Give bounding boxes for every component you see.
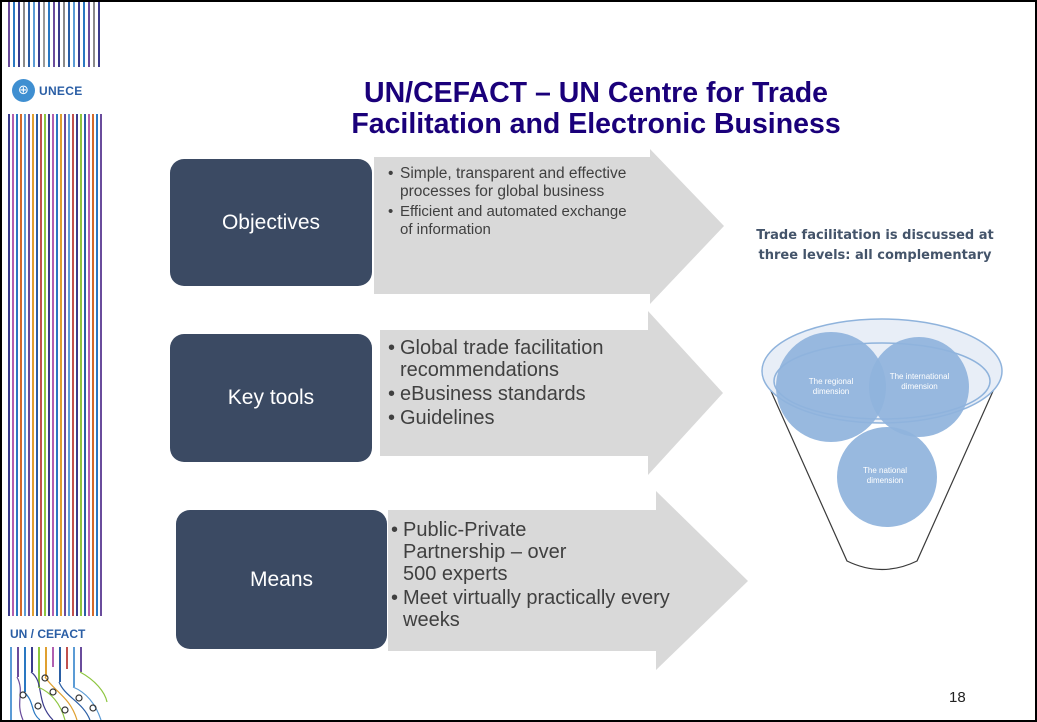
regional-dimension-label: The regional dimension xyxy=(808,377,854,396)
key-tools-bullet-1: Global trade facilitation recommendation… xyxy=(388,337,663,381)
funnel-diagram xyxy=(761,318,1003,570)
page-number: 18 xyxy=(949,689,966,706)
unece-logo: ⊕ UNECE xyxy=(12,79,83,102)
international-dimension-label: The international dimension xyxy=(889,372,950,391)
key-tools-bullets: Global trade facilitation recommendation… xyxy=(388,337,663,429)
key-tools-bullet-2: eBusiness standards xyxy=(388,383,663,405)
means-bullet-2: Meet virtually practically every weeks xyxy=(391,587,676,631)
key-tools-label: Key tools xyxy=(227,386,315,409)
objectives-box: Objectives xyxy=(170,159,372,286)
means-label: Means xyxy=(249,567,314,591)
bottom-stripes xyxy=(10,647,82,720)
network-graphic xyxy=(16,671,108,720)
un-emblem-icon: ⊕ xyxy=(12,79,35,102)
decorative-stripes xyxy=(8,2,108,720)
middle-stripes xyxy=(8,114,102,616)
trade-facilitation-caption: Trade facilitation is discussed at three… xyxy=(756,228,994,263)
slide-title-line-2: Facilitation and Electronic Business xyxy=(351,108,841,140)
means-box: Means xyxy=(176,510,387,649)
means-bullet-1: Public-Private Partnership – over 500 ex… xyxy=(391,519,573,585)
circle-international xyxy=(869,337,969,437)
circle-regional xyxy=(776,332,886,442)
key-tools-bullet-3: Guidelines xyxy=(388,407,663,429)
slide-title-line-1: UN/CEFACT – UN Centre for Trade xyxy=(364,77,828,109)
slide-title: UN/CEFACT – UN Centre for Trade Facilita… xyxy=(226,78,966,140)
key-tools-box: Key tools xyxy=(170,334,372,462)
objectives-label: Objectives xyxy=(221,210,321,234)
circle-national xyxy=(837,427,937,527)
means-bullets: Public-Private Partnership – over 500 ex… xyxy=(391,519,676,631)
objectives-bullet-2: Efficient and automated exchange of info… xyxy=(388,203,628,239)
objectives-bullets: Simple, transparent and effective proces… xyxy=(388,165,628,239)
objectives-bullet-1: Simple, transparent and effective proces… xyxy=(388,165,628,201)
national-dimension-label: The national dimension xyxy=(862,466,908,485)
top-stripes xyxy=(8,2,100,67)
un-cefact-logo: UN / CEFACT xyxy=(10,627,86,641)
unece-logo-text: UNECE xyxy=(39,83,83,98)
